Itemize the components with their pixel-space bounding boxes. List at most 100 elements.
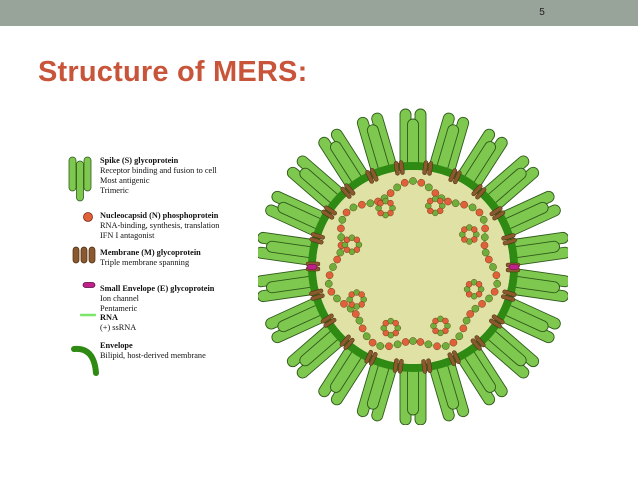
nucleocapsid-bead [358,200,366,209]
membrane-protein [365,167,379,184]
slide-number: 5 [539,7,545,18]
nucleocapsid-bead [480,241,489,250]
nucleocapsid-bead [485,294,493,303]
nucleocapsid-bead [451,199,460,208]
nucleocapsid-cluster [425,195,446,217]
nucleocapsid-bead [460,200,468,209]
spike [429,112,470,174]
membrane-protein-part [474,335,486,348]
spike-subunit [407,118,419,170]
membrane-protein-part [309,237,324,245]
nucleocapsid-bead [466,310,475,318]
membrane-protein [364,349,378,366]
membrane-protein-icon [72,246,96,264]
nucleocapsid-cluster [459,224,480,245]
membrane-protein-part [397,359,404,374]
membrane-protein [339,334,355,350]
spike [499,190,561,236]
nucleocapsid-bead [393,340,402,349]
membrane-protein [447,350,461,367]
nucleocapsid-bead [325,271,334,280]
nucleocapsid-bead [485,255,493,264]
nucleocapsid-bead [324,279,333,288]
nucleocapsid-bead [362,332,371,341]
membrane-protein-part [365,170,374,184]
spike [481,324,540,379]
nucleocapsid-bead [327,287,336,296]
membrane-protein-part [310,232,325,240]
membrane-protein [393,160,405,176]
legend-spike-line: Trimeric [100,186,129,195]
nucleocapsid-bead [431,189,440,197]
nucleocapsid-bead [481,248,490,257]
membrane-protein-part [340,186,352,199]
envelope-icon [71,345,99,376]
envelope-proteins [306,264,520,270]
membrane-protein-part [324,205,337,216]
legend-rna-title: RNA [100,313,118,322]
membrane-protein-part [309,288,324,296]
membrane-protein [321,205,337,220]
membrane-protein-part [368,351,378,366]
nucleocapsid-bead [353,236,361,244]
nucleocapsid-bead [493,279,502,288]
membrane-protein-part [364,349,374,364]
spike-subunit [407,364,419,416]
membrane-protein [489,314,505,329]
nucleocapsid-bead [441,342,450,350]
membrane-protein-part [343,337,355,350]
spike [457,128,508,189]
nucleocapsid-bead [400,178,409,187]
membrane-protein [448,168,462,185]
nucleocapsid-bead [337,233,346,242]
membrane-protein-part [393,161,400,176]
nucleocapsid-bead [393,183,401,192]
legend-membrane-line: Triple membrane spanning [100,258,190,267]
spike [481,155,540,210]
legend-nucleocapsid-line: RNA-binding, synthesis, translation [100,221,220,230]
nucleocapsid-cluster [463,279,485,300]
membrane-protein-part [339,334,351,347]
nucleocapsid-bead [479,215,488,224]
membrane-protein-part [323,317,337,328]
legend-rna-line: (+) ssRNA [100,323,137,332]
membrane-protein-part [489,318,502,329]
membrane-protein-part [392,358,399,373]
spike [286,324,345,379]
nucleocapsid-icon [83,212,93,222]
nucleocapsid-bead [436,197,444,205]
membrane-protein [320,313,337,328]
legend-nucleocapsid-line: IFN I antagonist [100,231,155,240]
nucleocapsid-bead [409,177,417,185]
spike [286,155,345,210]
nucleocapsid-bead [387,199,394,207]
membrane-protein-part [471,184,483,197]
nucleocapsid-cluster [341,234,363,255]
nucleocapsid-bead [459,324,468,333]
membrane-protein [422,160,434,176]
spike [509,268,568,303]
nucleocapsid-bead [478,300,486,308]
membrane-protein-part [452,170,462,185]
spike-proteins [258,108,568,425]
membrane-protein-part [422,160,429,175]
top-bar [0,0,638,26]
membrane-protein-part [475,187,487,200]
membrane-protein-part [452,350,461,364]
nucleocapsid-bead [333,294,341,303]
nucleocapsid-bead [401,338,410,346]
nucleocapsid-bead [417,178,426,187]
nucleocapsid-bead [351,310,360,318]
nucleocapsid-bead [337,224,345,233]
membrane-protein-part [369,167,379,182]
spike [318,128,369,189]
membrane-proteins [305,160,521,374]
nucleocapsid-bead [490,287,499,296]
nucleocapsid-bead [385,342,393,351]
nucleocapsid-cluster [380,317,401,339]
nucleocapsid-bead [471,304,480,313]
legend-envelope-protein-title: Small Envelope (E) glycoprotein [100,284,215,293]
membrane-protein [309,232,325,245]
membrane-protein-part [310,293,325,301]
spike [399,364,427,425]
